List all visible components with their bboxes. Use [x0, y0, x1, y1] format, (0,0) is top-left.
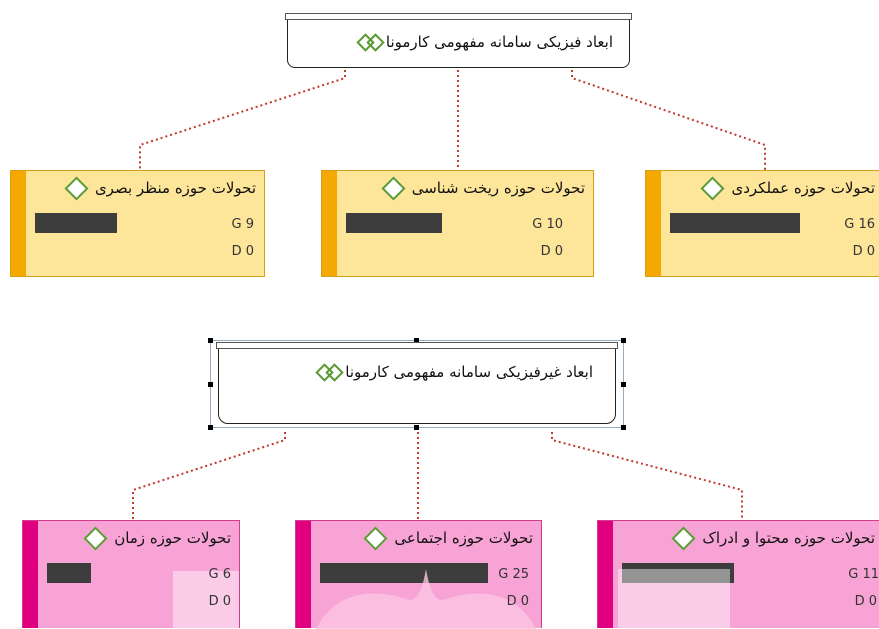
node-d-value: D 0	[231, 244, 254, 259]
redacted-bar	[320, 563, 488, 583]
decorative-shape	[316, 569, 536, 629]
node-title: تحولات حوزه منظر بصری	[94, 179, 256, 197]
selection-handle[interactable]	[621, 382, 626, 387]
redacted-bar	[47, 563, 91, 583]
connector-bottom-right	[551, 432, 743, 520]
node-g-value: G 25	[498, 567, 529, 582]
diamond-icon	[363, 525, 388, 551]
connector-top-left	[139, 70, 346, 170]
node-accent-stripe	[646, 171, 661, 276]
parent-node-nonphysical[interactable]: ابعاد غیرفیزیکی سامانه مفهومی کارمونا	[216, 342, 618, 424]
diamond-icon	[671, 525, 696, 551]
node-d-value: D 0	[852, 244, 875, 259]
node-accent-stripe	[23, 521, 38, 628]
redacted-bar	[35, 213, 117, 233]
redacted-bar	[346, 213, 442, 233]
node-g-value: G 9	[231, 217, 254, 232]
diamond-icon	[64, 175, 89, 201]
child-node-functional[interactable]: تحولات حوزه عملکردی G 16 D 0	[645, 170, 879, 277]
selection-handle[interactable]	[621, 425, 626, 430]
connector-top-right	[571, 70, 766, 170]
node-title: تحولات حوزه اجتماعی	[394, 529, 533, 547]
node-title: تحولات حوزه زمان	[114, 529, 231, 547]
node-g-value: G 10	[532, 217, 563, 232]
node-g-value: G 16	[844, 217, 875, 232]
diamond-icon	[381, 175, 406, 201]
child-node-time[interactable]: تحولات حوزه زمان G 6 D 0	[22, 520, 240, 629]
diamond-icon	[83, 525, 108, 551]
selection-handle[interactable]	[414, 338, 419, 343]
child-node-visual[interactable]: تحولات حوزه منظر بصری G 9 D 0	[10, 170, 265, 277]
faint-overlay	[618, 569, 730, 629]
parent-node-header-bar	[216, 342, 618, 349]
redacted-bar	[670, 213, 800, 233]
selection-handle[interactable]	[208, 382, 213, 387]
connector-bottom-left	[132, 432, 286, 520]
selection-handle[interactable]	[621, 338, 626, 343]
parent-node-physical[interactable]: ابعاد فیزیکی سامانه مفهومی کارمونا	[285, 13, 632, 68]
diamond-icon	[700, 175, 726, 201]
selection-handle[interactable]	[208, 338, 213, 343]
redacted-bar	[622, 563, 734, 583]
parent-node-title: ابعاد فیزیکی سامانه مفهومی کارمونا	[385, 33, 613, 51]
node-accent-stripe	[598, 521, 613, 628]
node-title: تحولات حوزه ریخت شناسی	[411, 179, 585, 197]
node-title: تحولات حوزه عملکردی	[731, 179, 875, 197]
node-title: تحولات حوزه محتوا و ادراک	[702, 529, 875, 547]
node-accent-stripe	[11, 171, 26, 276]
parent-node-title: ابعاد غیرفیزیکی سامانه مفهومی کارمونا	[345, 363, 593, 381]
node-d-value: D 0	[506, 594, 529, 609]
node-g-value: G 6	[208, 567, 231, 582]
double-diamond-icon	[315, 362, 344, 382]
node-d-value: D 0	[208, 594, 231, 609]
double-diamond-icon	[356, 32, 385, 52]
node-g-value: G 11	[848, 567, 879, 582]
faint-overlay	[173, 571, 239, 629]
child-node-morphology[interactable]: تحولات حوزه ریخت شناسی G 10 D 0	[321, 170, 594, 277]
node-accent-stripe	[296, 521, 311, 628]
child-node-social[interactable]: تحولات حوزه اجتماعی G 25 D 0	[295, 520, 542, 629]
parent-node-header-bar	[285, 13, 632, 20]
child-node-content[interactable]: تحولات حوزه محتوا و ادراک G 11 D 0	[597, 520, 879, 629]
selection-handle[interactable]	[414, 425, 419, 430]
node-accent-stripe	[322, 171, 337, 276]
selection-handle[interactable]	[208, 425, 213, 430]
node-d-value: D 0	[540, 244, 563, 259]
node-d-value: D 0	[854, 594, 877, 609]
